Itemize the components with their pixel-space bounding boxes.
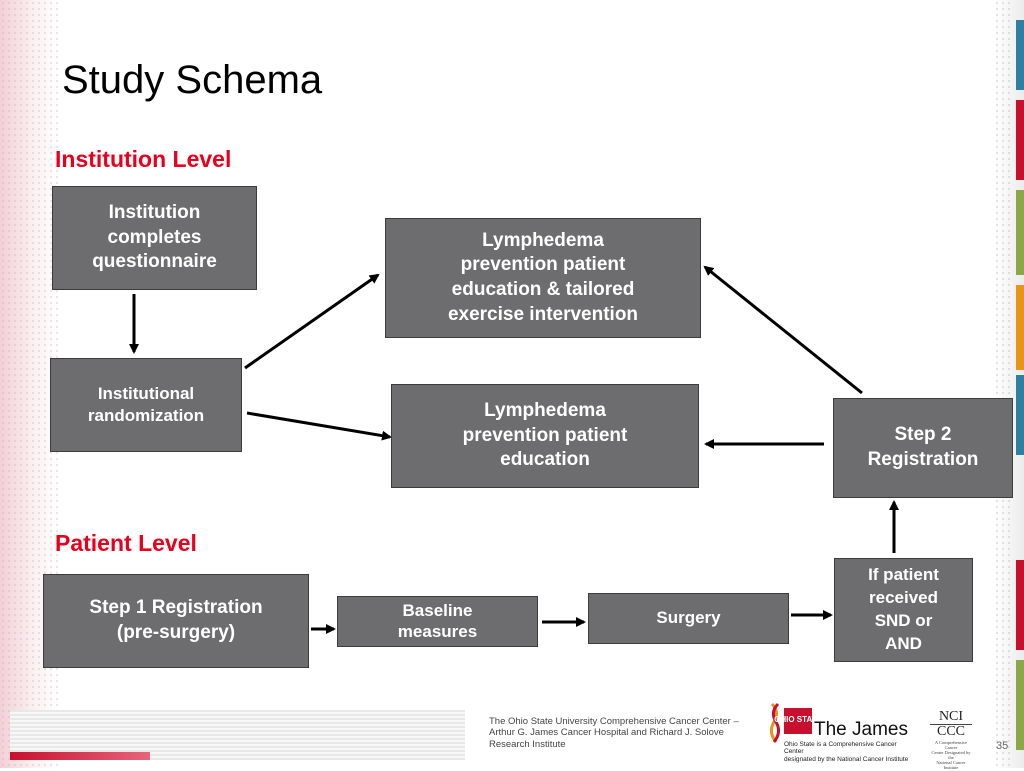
surgery-box: Surgery <box>588 593 789 644</box>
arrow-randomization-to-education <box>246 411 392 441</box>
snd-and-condition-box: If patient received SND or AND <box>834 558 973 662</box>
footer-bar <box>10 710 465 760</box>
left-decoration <box>0 0 58 768</box>
nci-logo-bottom: CCC <box>930 724 972 739</box>
arrow-randomization-to-tailored <box>244 273 380 370</box>
right-stripe-orange <box>1016 285 1024 370</box>
randomization-box: Institutional randomization <box>50 358 242 452</box>
right-stripe-red <box>1016 100 1024 180</box>
right-stripe-green <box>1016 190 1024 275</box>
the-james-logo-text: The James <box>814 719 908 740</box>
nci-logo-subtext: A Comprehensive Cancer Center Designated… <box>931 740 971 770</box>
osu-logo-icon: OHIO STATE <box>769 702 812 743</box>
arrow-step2-to-tailored <box>703 265 863 395</box>
osu-logo-text: OHIO STATE <box>774 715 812 724</box>
education-box: Lymphedema prevention patient education <box>391 384 699 488</box>
right-stripe-green-2 <box>1016 660 1024 750</box>
slide-title: Study Schema <box>62 58 323 102</box>
right-stripe-teal-2 <box>1016 375 1024 455</box>
right-stripe-red-2 <box>1016 560 1024 650</box>
baseline-measures-box: Baseline measures <box>337 596 538 647</box>
institution-level-heading: Institution Level <box>55 146 232 172</box>
right-stripe-teal <box>1016 20 1024 90</box>
nci-ccc-logo: NCI CCC A Comprehensive Cancer Center De… <box>930 710 972 771</box>
page-number: 35 <box>996 740 1009 752</box>
osu-cancer-center-subtext: Ohio State is a Comprehensive Cancer Cen… <box>784 741 909 763</box>
step1-registration-box: Step 1 Registration (pre-surgery) <box>43 574 309 668</box>
tailored-exercise-box: Lymphedema prevention patient education … <box>385 218 701 338</box>
step2-registration-box: Step 2 Registration <box>833 398 1013 498</box>
patient-level-heading: Patient Level <box>55 530 197 556</box>
nci-logo-top: NCI <box>938 709 964 724</box>
footer-accent <box>10 752 150 760</box>
footer-institution-text: The Ohio State University Comprehensive … <box>489 716 739 750</box>
questionnaire-box: Institution completes questionnaire <box>52 186 257 290</box>
